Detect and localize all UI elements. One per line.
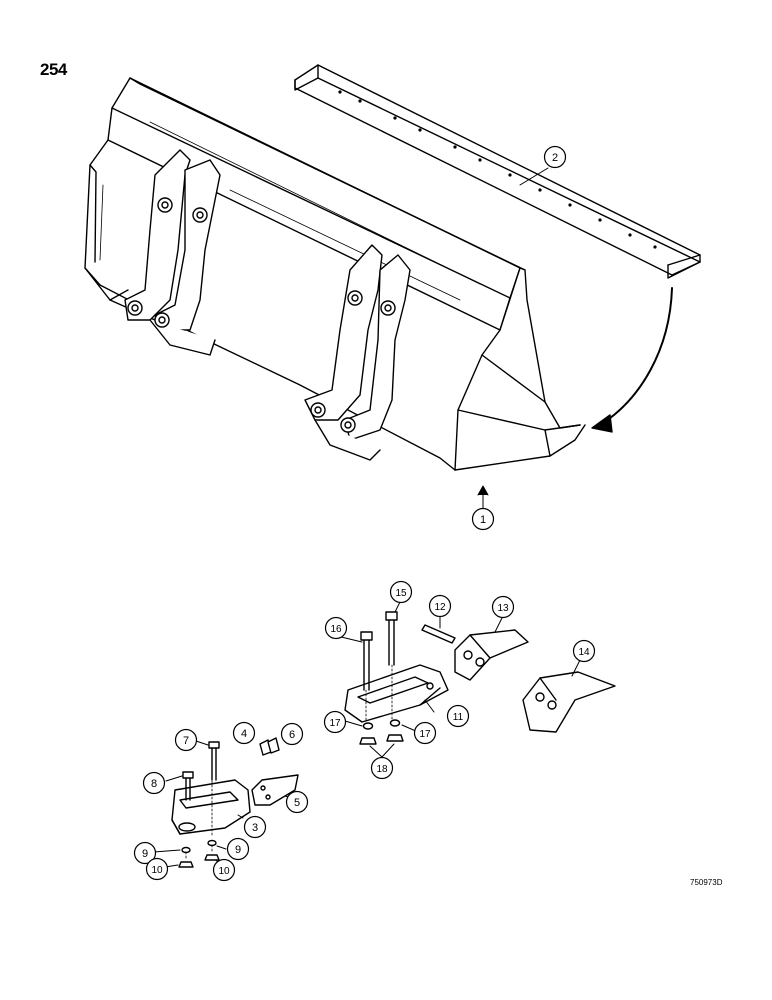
retainer-6 (267, 737, 280, 754)
left-mounting-brackets (124, 149, 221, 356)
callout-label: 8 (151, 778, 157, 790)
callout-label: 5 (294, 797, 300, 809)
callout-17: 17 (323, 710, 347, 734)
callout-label: 2 (552, 152, 558, 164)
page-number: 254 (40, 60, 67, 79)
callout-label: 17 (419, 729, 431, 740)
callout-9: 9 (226, 837, 250, 861)
right-mounting-brackets (304, 244, 411, 461)
callout-18: 18 (370, 756, 394, 780)
bolt-16 (363, 639, 370, 691)
callout-label: 10 (151, 865, 163, 876)
callout-label: 14 (578, 647, 590, 658)
callout-2: 2 (543, 145, 567, 169)
small-tooth-assembly (171, 737, 299, 868)
callout-label: 12 (434, 602, 446, 613)
bolt-15 (388, 619, 395, 666)
callout-14: 14 (572, 639, 596, 663)
bolt-7 (211, 747, 217, 781)
tooth-13 (454, 629, 529, 681)
callout-9: 9 (133, 841, 157, 865)
callout-6: 6 (280, 722, 304, 746)
callout-label: 13 (497, 603, 509, 614)
callout-15: 15 (389, 580, 413, 604)
callout-10: 10 (145, 857, 169, 881)
callout-3: 3 (243, 815, 267, 839)
callout-11: 11 (446, 704, 470, 728)
pin-12 (421, 624, 456, 644)
callout-label: 4 (241, 728, 247, 740)
callout-label: 6 (289, 729, 295, 741)
callout-label: 15 (395, 588, 407, 599)
callout-17: 17 (413, 721, 437, 745)
callout-1: 1 (471, 507, 495, 531)
callout-label: 16 (330, 624, 342, 635)
callout-7: 7 (174, 728, 198, 752)
callout-8: 8 (142, 771, 166, 795)
tooth-5 (251, 774, 299, 806)
tooth-14 (522, 671, 616, 733)
callout-label: 9 (142, 848, 148, 860)
cutting-edge-drawing (294, 64, 701, 279)
callout-label: 18 (376, 764, 388, 775)
callout-label: 11 (453, 712, 464, 723)
callout-label: 9 (235, 844, 241, 856)
callout-10: 10 (212, 858, 236, 882)
drawing-code: 750973D (690, 878, 723, 887)
bucket-drawing (84, 77, 673, 471)
callout-label: 1 (480, 514, 486, 526)
bolt-8 (185, 777, 191, 801)
callout-13: 13 (491, 595, 515, 619)
callout-5: 5 (285, 790, 309, 814)
large-tooth-assembly (344, 611, 616, 745)
callout-label: 3 (252, 822, 258, 834)
callout-12: 12 (428, 594, 452, 618)
callout-label: 10 (218, 866, 230, 877)
callout-label: 17 (329, 718, 341, 729)
callout-4: 4 (232, 721, 256, 745)
callout-16: 16 (324, 616, 348, 640)
callout-label: 7 (183, 735, 189, 747)
